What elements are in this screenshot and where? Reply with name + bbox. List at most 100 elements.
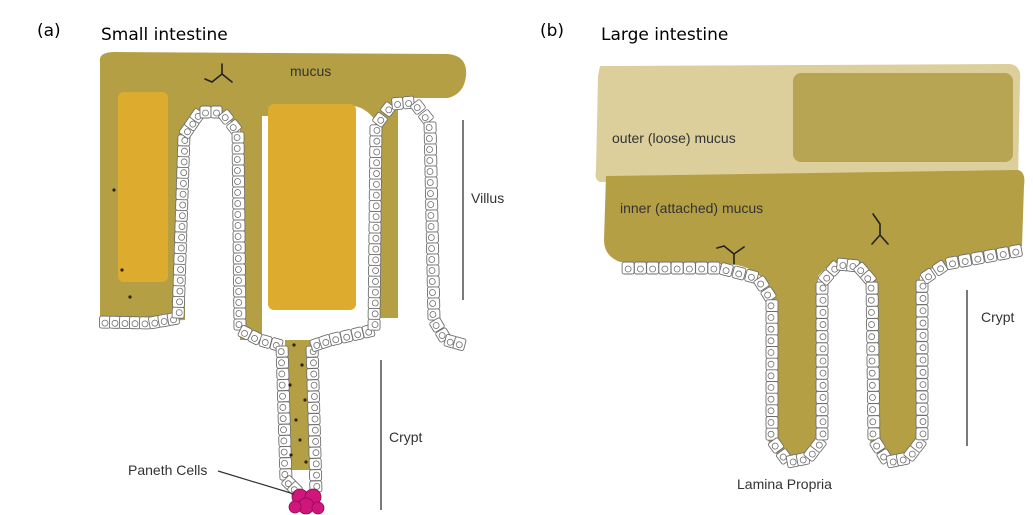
epithelial-cell [916, 416, 928, 428]
epithelial-cell [916, 354, 928, 366]
panel-b-title: Large intestine [601, 25, 728, 45]
epithelial-cell [766, 358, 778, 370]
epithelial-cell [867, 355, 879, 367]
panel-b-letter: (b) [540, 21, 564, 41]
epithelial-cell [867, 343, 879, 355]
epithelial-cell [719, 262, 734, 277]
epithelial-cell [816, 306, 828, 318]
epithelial-cell [766, 417, 778, 429]
epithelial-cell [427, 254, 439, 265]
epithelial-cell [369, 222, 381, 233]
epithelial-cell [696, 262, 708, 274]
epithelial-cell [732, 266, 747, 281]
epithelial-cell [233, 264, 245, 275]
epithelial-cell [369, 211, 381, 222]
epithelial-cell [816, 404, 828, 416]
mucus-particle [298, 438, 301, 441]
lamina-propria-label: Lamina Propria [737, 476, 832, 492]
epithelial-cell [232, 165, 244, 176]
epithelial-cell [306, 357, 318, 368]
epithelial-cell [708, 262, 720, 274]
epithelial-cell [309, 447, 321, 458]
epithelial-cell [370, 157, 382, 168]
epithelial-cell [426, 210, 438, 221]
epithelial-cell [816, 367, 828, 379]
crypt-label-b: Crypt [981, 309, 1015, 325]
mucus-particle [292, 343, 295, 346]
epithelial-cell [867, 367, 879, 379]
epithelial-cell [868, 416, 880, 428]
epithelial-cell [916, 329, 928, 341]
epithelial-cell [427, 265, 439, 276]
epithelial-cell [916, 403, 928, 415]
epithelial-cell [766, 347, 778, 359]
epithelial-cell [234, 308, 246, 319]
epithelial-cell [427, 287, 439, 298]
epithelial-cell [277, 391, 289, 402]
epithelial-cell [369, 200, 381, 211]
inner-mucus-label: inner (attached) mucus [620, 200, 763, 216]
epithelial-cell [425, 188, 437, 199]
epithelial-cell [1009, 244, 1023, 258]
large-intestine-panel: outer (loose) mucus inner (attached) muc… [596, 64, 1025, 492]
epithelial-cell [176, 178, 188, 189]
epithelial-cell [99, 316, 110, 328]
epithelial-cell [370, 136, 382, 147]
epithelial-cell [958, 254, 972, 268]
outer-mucus-block [793, 73, 1013, 162]
epithelial-cell [175, 210, 187, 221]
epithelial-cell [816, 379, 828, 391]
epithelial-cell [308, 413, 320, 424]
epithelial-cell [109, 316, 120, 328]
epithelial-cell [119, 316, 130, 328]
epithelial-cell [368, 308, 380, 319]
epithelial-cell [369, 179, 381, 190]
epithelial-cell [866, 282, 878, 294]
epithelial-cell [369, 265, 381, 276]
epithelial-cell [200, 106, 211, 118]
epithelial-cell [983, 249, 997, 263]
epithelial-cell [177, 167, 189, 178]
epithelial-cell [683, 262, 695, 274]
panel-a-letter: (a) [37, 21, 61, 41]
epithelial-cell [425, 155, 437, 166]
epithelial-cell [369, 168, 381, 179]
epithelial-cell [177, 156, 189, 167]
epithelial-cell [634, 262, 646, 274]
epithelial-cell [309, 469, 321, 480]
epithelial-cell [866, 318, 878, 330]
paneth-label: Paneth Cells [128, 462, 207, 478]
epithelial-cell [816, 331, 828, 343]
mucus-particle [294, 418, 297, 421]
mucus-label: mucus [290, 63, 331, 79]
mucus-particle [303, 398, 306, 401]
epithelial-cell [867, 379, 879, 391]
epithelial-cell [368, 287, 380, 298]
crypt-label-a: Crypt [389, 429, 423, 445]
epithelial-cell [424, 122, 436, 133]
epithelial-cell [766, 393, 778, 405]
epithelial-cell [279, 458, 291, 469]
epithelial-cell [278, 413, 290, 424]
epithelial-cell [177, 145, 189, 156]
epithelial-cell [766, 405, 778, 417]
epithelial-cell [867, 391, 879, 403]
epithelial-cell [233, 187, 245, 198]
epithelial-cell [370, 146, 382, 157]
epithelial-cell [308, 436, 320, 447]
epithelial-cell [232, 176, 244, 187]
epithelial-cell [232, 132, 244, 143]
mucus-particle [289, 453, 292, 456]
epithelial-cell [369, 190, 381, 201]
epithelial-cell [766, 335, 778, 347]
mucus-particle [288, 383, 291, 386]
epithelial-cell [426, 199, 438, 210]
epithelial-cell [766, 370, 778, 382]
epithelial-cell [233, 220, 245, 231]
epithelial-cell [916, 379, 928, 391]
mucus-particle [300, 363, 303, 366]
highlight-block [268, 104, 356, 310]
epithelial-cell [308, 402, 320, 413]
epithelial-cell [129, 317, 140, 329]
epithelial-cell [425, 177, 437, 188]
